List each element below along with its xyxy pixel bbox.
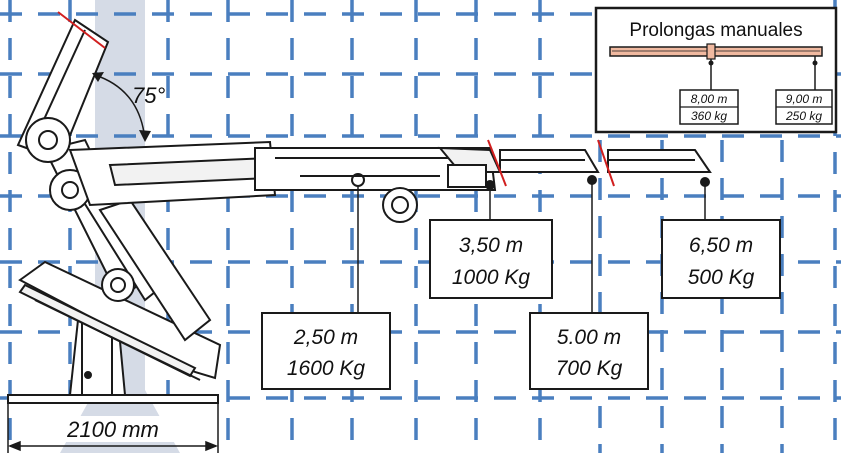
angle-arc <box>94 74 146 141</box>
base-width-label: 2100 mm <box>66 417 159 442</box>
cut-marks <box>487 139 615 187</box>
inset-box-2-load: 250 kg <box>785 109 822 123</box>
angle-cut-mark <box>57 11 106 49</box>
leader-lines <box>357 184 706 313</box>
inset-box-1-distance: 8,00 m <box>691 92 728 106</box>
load-box-2: 3,50 m 1000 Kg <box>429 219 553 299</box>
inset-box-2-distance: 9,00 m <box>786 92 823 106</box>
crane-base <box>7 260 222 404</box>
load-box-1: 2,50 m 1600 Kg <box>261 312 391 390</box>
load-box-1-load: 1600 Kg <box>287 357 366 380</box>
load-box-4-distance: 6,50 m <box>689 234 753 257</box>
inset-title: Prolongas manuales <box>629 20 802 41</box>
load-box-3-distance: 5.00 m <box>557 326 621 349</box>
angle-arrow-icon <box>92 72 104 82</box>
inset-joint <box>706 43 716 60</box>
inset-extension-bar <box>609 46 823 57</box>
load-box-4-load: 500 Kg <box>688 266 755 289</box>
boom-extension-3 <box>607 149 712 187</box>
boom-extension-2 <box>499 149 600 185</box>
load-box-1-distance: 2,50 m <box>293 326 358 349</box>
load-box-3: 5.00 m 700 Kg <box>529 312 649 390</box>
base-width-label-bg <box>48 416 178 442</box>
load-box-2-distance: 3,50 m <box>459 234 523 257</box>
angle-arrow-icon <box>139 130 151 142</box>
inset-box-1-load: 360 kg <box>691 109 727 123</box>
main-boom <box>68 140 502 223</box>
load-box-3-load: 700 Kg <box>556 357 623 380</box>
load-box-4: 6,50 m 500 Kg <box>661 219 781 299</box>
load-box-2-load: 1000 Kg <box>452 266 531 289</box>
base-width-dimension <box>7 402 219 453</box>
angle-label: 75° <box>132 83 165 108</box>
inset-manual-extensions: Prolongas manuales 8,00 m 360 kg 9,00 m … <box>594 6 838 134</box>
